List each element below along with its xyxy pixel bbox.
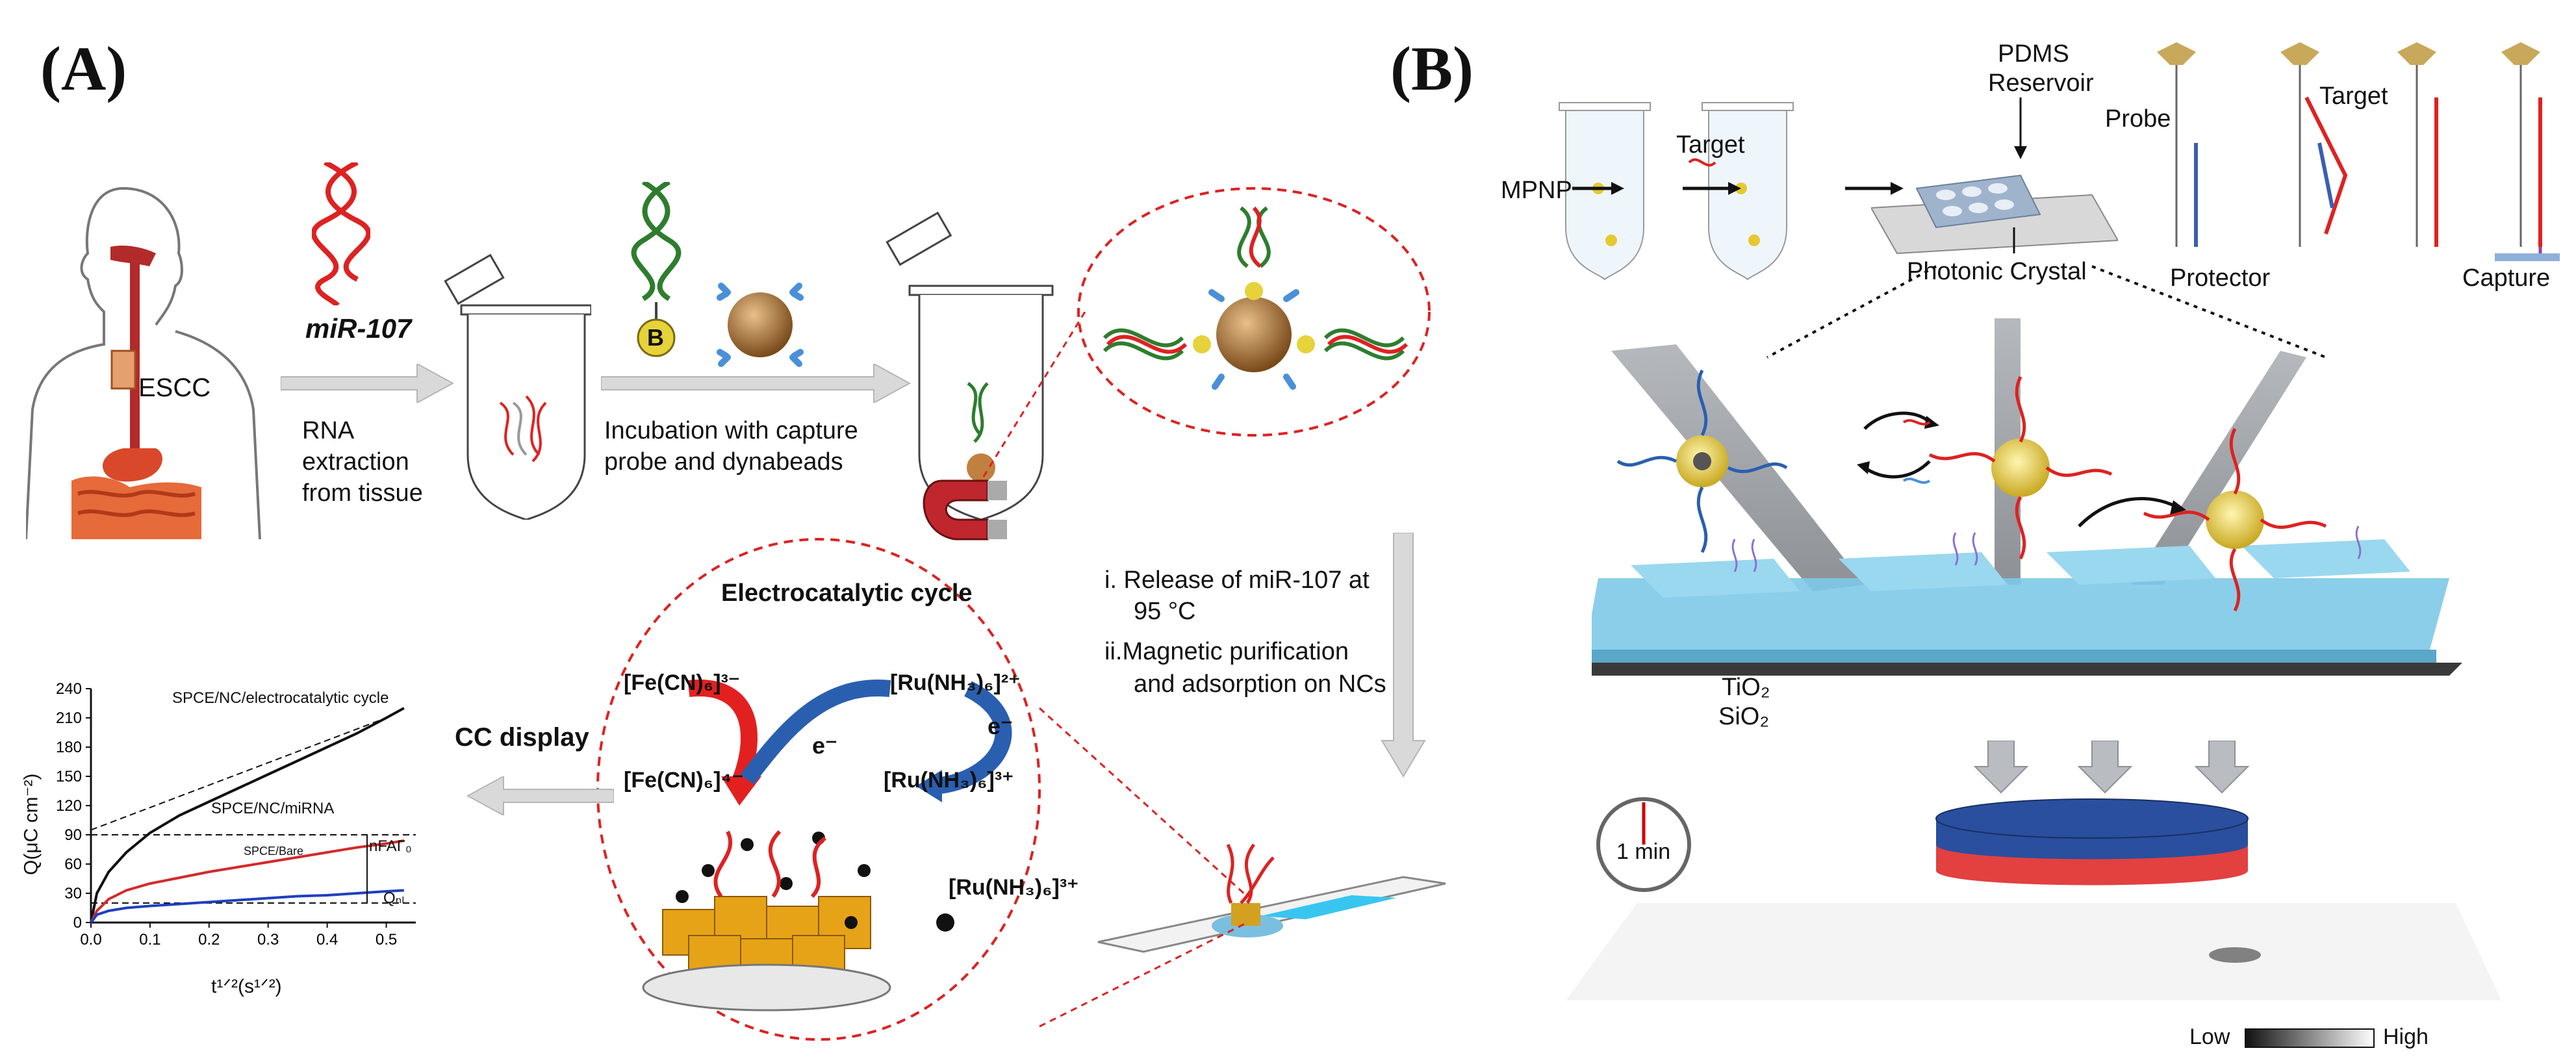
- electron-label-2: e⁻: [988, 713, 1014, 739]
- tube-1-illustration: [444, 253, 591, 520]
- dynabead-illustration: [717, 283, 804, 367]
- photonic-crystal-label: Photonic Crystal: [1907, 258, 2087, 285]
- photonic-crystal-3d-illustration: [1592, 318, 2462, 676]
- cc-display-label: CC display: [455, 723, 589, 752]
- y-tick-label: 120: [56, 797, 82, 815]
- chart-y-label: Q(μC cm⁻²): [20, 773, 42, 875]
- zoom-connector-lines: [980, 312, 1086, 481]
- step-arrow-2: [601, 364, 912, 403]
- cycle-connector-lines: [1038, 707, 1249, 1028]
- step3-line4: and adsorption on NCs: [1134, 670, 1386, 698]
- series-label-4: Qₙₗ: [383, 889, 404, 907]
- biotin-label: B: [647, 324, 664, 351]
- sio2-label: SiO₂: [1718, 703, 1770, 730]
- series-line-1: [90, 839, 405, 923]
- y-tick-label: 150: [56, 768, 82, 785]
- probe-target-diagram: [2157, 42, 2560, 261]
- step1-line1: RNA: [302, 417, 355, 444]
- escc-label: ESCC: [138, 374, 211, 402]
- x-tick-label: 0.1: [139, 931, 160, 949]
- scale-high-label: High: [2383, 1025, 2429, 1049]
- x-tick-label: 0.2: [198, 931, 220, 949]
- electrocatalytic-cycle-circle: [596, 538, 1041, 1041]
- extrapolation-line: [90, 717, 387, 831]
- series-label-3: nFAΓ₀: [369, 837, 412, 855]
- panel-a-label: (A): [40, 34, 127, 103]
- series-label-1: SPCE/NC/miRNA: [211, 800, 334, 817]
- mirna-label: miR-107: [305, 313, 412, 344]
- x-tick-label: 0.5: [376, 931, 397, 949]
- step2-line1: Incubation with capture: [604, 417, 858, 444]
- readout-illustration: [1566, 741, 2501, 1000]
- pdms-pointer-lines: [2013, 97, 2027, 253]
- x-tick-label: 0.0: [80, 931, 101, 949]
- step2-line2: probe and dynabeads: [604, 448, 843, 476]
- y-tick-label: 180: [56, 739, 82, 756]
- mpnp-arrows: [1572, 158, 1904, 195]
- y-tick-label: 30: [64, 885, 82, 902]
- scale-low-label: Low: [2189, 1025, 2230, 1049]
- ru2-label: [Ru(NH₃)₆]²⁺: [890, 670, 1021, 695]
- step3-line3: ii.Magnetic purification: [1104, 638, 1349, 665]
- cycle-title: Electrocatalytic cycle: [721, 579, 973, 607]
- step-arrow-3: [1381, 533, 1426, 778]
- chronocoulometry-chart: 0.0 0.1 0.2 0.3 0.4 0.5 0 30 60 90 120 150 180 210 240…: [56, 680, 416, 949]
- intensity-scale-bar: [2245, 1028, 2375, 1048]
- cc-display-arrow: [466, 776, 614, 815]
- chart-x-label: t¹ᐟ²(s¹ᐟ²): [211, 976, 282, 997]
- series-line-2: [90, 889, 404, 924]
- y-tick-label: 90: [64, 826, 82, 844]
- step3-line1: i. Release of miR-107 at: [1104, 567, 1370, 594]
- step1-line3: from tissue: [302, 479, 423, 507]
- probe-label: Probe: [2105, 105, 2171, 133]
- x-tick-label: 0.3: [257, 931, 279, 949]
- protector-label: Protector: [2170, 264, 2271, 292]
- panel-b-label: (B): [1390, 34, 1473, 103]
- y-tick-label: 240: [56, 680, 82, 698]
- ru3-label: [Ru(NH₃)₆]³⁺: [884, 768, 1014, 793]
- electron-label-1: e⁻: [812, 732, 838, 759]
- capture-label: Capture: [2462, 264, 2551, 292]
- fe3-label: [Fe(CN)₆]³⁻: [624, 670, 740, 695]
- tio2-label: TiO₂: [1722, 674, 1770, 701]
- y-tick-label: 0: [73, 914, 82, 932]
- step1-line2: extraction: [302, 448, 409, 476]
- mpnp-label: MPNP: [1501, 177, 1572, 204]
- y-tick-label: 210: [56, 709, 82, 727]
- step3-line2: 95 °C: [1134, 598, 1196, 625]
- ru3-free-label: [Ru(NH₃)₆]³⁺: [949, 875, 1079, 900]
- x-tick-label: 0.4: [316, 931, 338, 949]
- target-label-diagram: Target: [2319, 83, 2388, 110]
- human-torso-illustration: [26, 187, 261, 539]
- step-arrow-1: [281, 364, 455, 403]
- y-tick-label: 60: [64, 856, 82, 873]
- series-label-2: SPCE/Bare: [244, 845, 303, 858]
- target-label-b: Target: [1676, 131, 1745, 159]
- timer-label: 1 min: [1616, 839, 1671, 864]
- pdms-reservoir-illustration: [1871, 174, 2118, 255]
- fe4-label: [Fe(CN)₆]⁴⁻: [624, 768, 744, 793]
- pdms-label-2: Reservoir: [1988, 70, 2094, 97]
- tube-2-magnet-illustration: [886, 211, 1054, 541]
- bead-zoom-illustration: [1077, 187, 1431, 437]
- series-line-0: [90, 707, 405, 923]
- mpnp-tubes-illustration: [1559, 102, 1794, 281]
- capture-probe-illustration: [631, 182, 682, 357]
- mirna-helix-illustration: [312, 162, 370, 305]
- electrode-strip-illustration: [1097, 843, 1446, 953]
- pdms-label-1: PDMS: [1998, 40, 2069, 68]
- series-label-0: SPCE/NC/electrocatalytic cycle: [172, 689, 389, 707]
